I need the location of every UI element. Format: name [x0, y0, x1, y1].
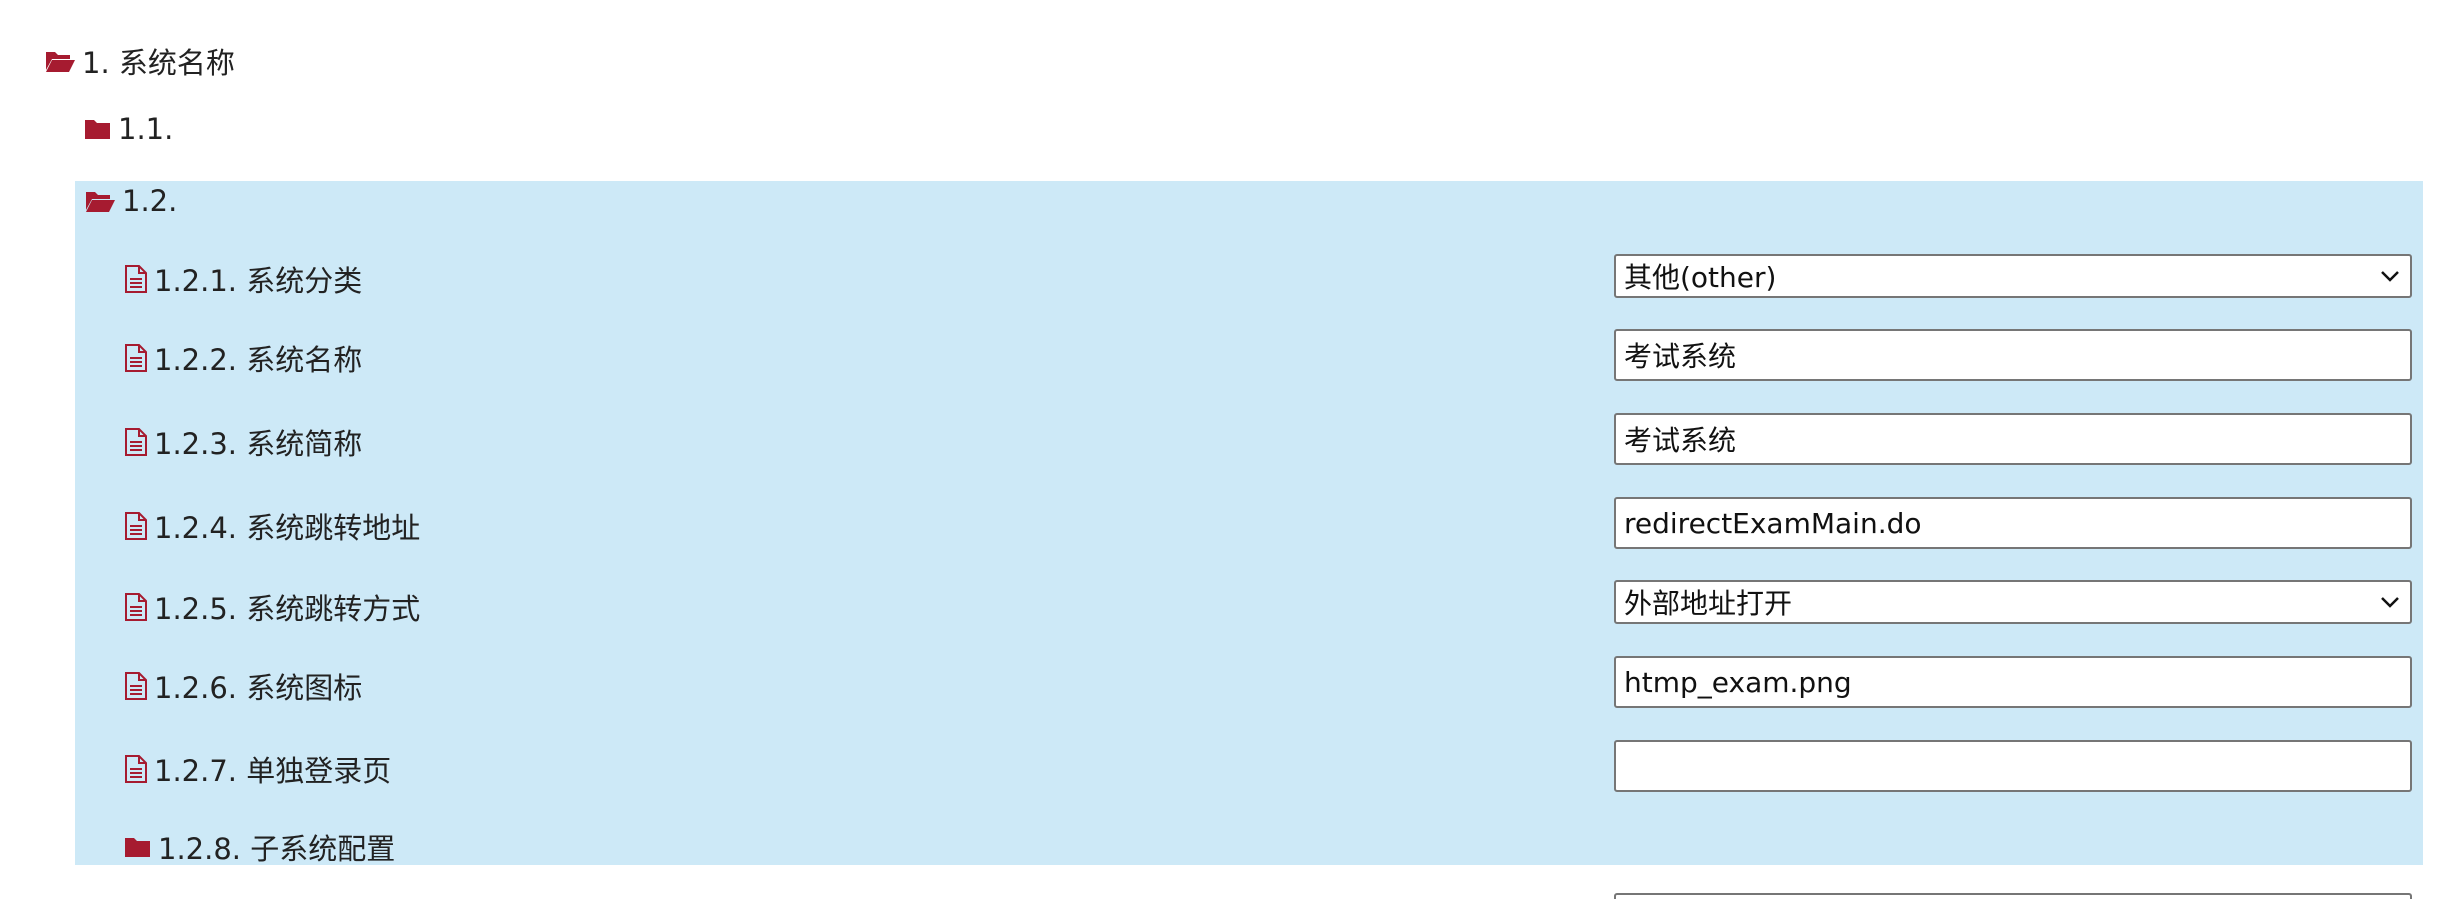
- folder-open-icon: [84, 188, 116, 214]
- redirect-url-input[interactable]: [1614, 497, 2412, 549]
- tree-leaf-label: 1.2.6. 系统图标: [154, 671, 363, 705]
- tree-leaf-system-name[interactable]: 1.2.2. 系统名称: [124, 337, 362, 379]
- partial-input-field[interactable]: [1614, 893, 2412, 899]
- file-text-icon: [124, 754, 148, 784]
- tree-node-label: 1.2.: [122, 184, 178, 218]
- tree-leaf-system-icon[interactable]: 1.2.6. 系统图标: [124, 665, 362, 707]
- file-text-icon: [124, 427, 148, 457]
- system-category-select[interactable]: 其他(other): [1614, 254, 2412, 298]
- login-page-input[interactable]: [1614, 740, 2412, 792]
- select-value: 外部地址打开: [1624, 587, 1793, 620]
- redirect-method-select[interactable]: 外部地址打开: [1614, 580, 2412, 624]
- tree-leaf-redirect-url[interactable]: 1.2.4. 系统跳转地址: [124, 505, 420, 547]
- chevron-down-icon: [2380, 270, 2400, 282]
- tree-leaf-label: 1.2.5. 系统跳转方式: [154, 592, 421, 626]
- tree-leaf-login-page[interactable]: 1.2.7. 单独登录页: [124, 748, 391, 790]
- tree-node-subsystem-config[interactable]: 1.2.8. 子系统配置: [124, 826, 395, 868]
- tree-node-label: 1.2.8. 子系统配置: [158, 832, 396, 866]
- tree-node-label: 1. 系统名称: [82, 46, 235, 80]
- tree-node-1-1[interactable]: 1.1.: [84, 112, 173, 146]
- system-icon-input[interactable]: [1614, 656, 2412, 708]
- chevron-down-icon: [2380, 596, 2400, 608]
- tree-node-label: 1.1.: [118, 112, 174, 146]
- tree-leaf-redirect-method[interactable]: 1.2.5. 系统跳转方式: [124, 586, 420, 628]
- folder-icon: [84, 117, 112, 141]
- file-text-icon: [124, 671, 148, 701]
- tree-leaf-system-category[interactable]: 1.2.1. 系统分类: [124, 258, 362, 300]
- file-text-icon: [124, 592, 148, 622]
- tree-leaf-system-short-name[interactable]: 1.2.3. 系统简称: [124, 421, 362, 463]
- system-name-input[interactable]: [1614, 329, 2412, 381]
- tree-leaf-label: 1.2.3. 系统简称: [154, 427, 363, 461]
- file-text-icon: [124, 343, 148, 373]
- file-text-icon: [124, 264, 148, 294]
- select-value: 其他(other): [1624, 261, 1777, 294]
- folder-icon: [124, 835, 152, 859]
- tree-node-1-2[interactable]: 1.2.: [84, 184, 177, 218]
- tree-leaf-label: 1.2.7. 单独登录页: [154, 754, 392, 788]
- tree-leaf-label: 1.2.1. 系统分类: [154, 264, 363, 298]
- file-text-icon: [124, 511, 148, 541]
- folder-open-icon: [44, 48, 76, 74]
- tree-leaf-label: 1.2.4. 系统跳转地址: [154, 511, 421, 545]
- tree-node-root[interactable]: 1. 系统名称: [44, 40, 235, 82]
- tree-leaf-label: 1.2.2. 系统名称: [154, 343, 363, 377]
- system-short-name-input[interactable]: [1614, 413, 2412, 465]
